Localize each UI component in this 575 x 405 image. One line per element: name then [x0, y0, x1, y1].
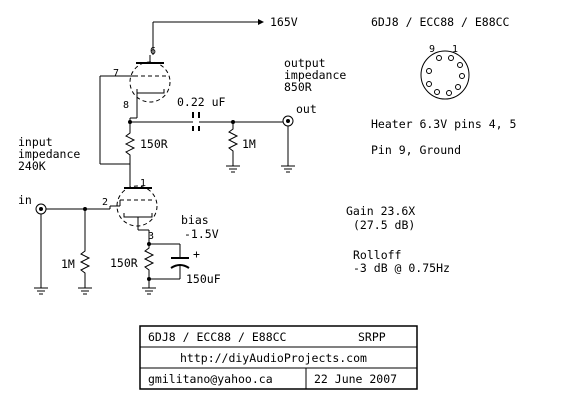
gain-line2: (27.5 dB): [353, 218, 415, 232]
tube-names: 6DJ8 / ECC88 / E88CC: [371, 15, 510, 29]
pinout-pin-9: 9: [429, 44, 435, 55]
titleblock-date: 22 June 2007: [314, 372, 397, 386]
cathode-resistor-icon: [142, 230, 156, 295]
pinout-pin-1: 1: [452, 44, 458, 55]
upper-cathode-wire: [129, 117, 283, 123]
gain-line1: Gain 23.6X: [346, 204, 415, 218]
title-block: [139, 325, 418, 390]
upper-tube-icon: [119, 55, 171, 118]
output-impedance-line1: output: [284, 56, 326, 70]
in-label: in: [18, 193, 32, 207]
rolloff-line1: Rolloff: [353, 248, 401, 262]
output-resistor-label: 1M: [242, 137, 256, 151]
ground-icon: [226, 165, 240, 173]
input-impedance-line2: impedance: [18, 147, 80, 161]
pin-7-label: 7: [113, 68, 119, 79]
output-resistor-icon: [227, 122, 239, 166]
tube-pinout-icon: [420, 50, 470, 100]
cathode-resistor-label: 150R: [110, 256, 138, 270]
titleblock-title: 6DJ8 / ECC88 / E88CC: [148, 330, 287, 344]
input-impedance-line1: input: [18, 135, 53, 149]
ground-note: Pin 9, Ground: [371, 143, 461, 157]
pin-2-label: 2: [102, 197, 108, 208]
pin-8-label: 8: [123, 100, 129, 111]
input-impedance-line3: 240K: [18, 159, 46, 173]
bypass-capacitor-icon: [149, 243, 190, 280]
output-impedance-line3: 850R: [284, 80, 312, 94]
titleblock-email: gmilitano@yahoo.ca: [148, 372, 273, 386]
pin-6-label: 6: [150, 46, 156, 57]
coupling-capacitor-label: 0.22 uF: [177, 95, 226, 109]
bias-line1: bias: [181, 213, 209, 227]
rolloff-line2: -3 dB @ 0.75Hz: [353, 261, 450, 275]
output-impedance-line2: impedance: [284, 68, 346, 82]
titleblock-url: http://diyAudioProjects.com: [180, 351, 367, 365]
grid-resistor-icon: [78, 209, 92, 295]
titleblock-type: SRPP: [358, 330, 386, 344]
output-jack-icon: [281, 115, 295, 173]
input-jack-icon: [34, 203, 48, 295]
pin-1-label: 1: [140, 178, 146, 189]
grid-resistor-label: 1M: [61, 257, 75, 271]
bypass-capacitor-plus: +: [193, 247, 200, 261]
supply-wire: [152, 21, 258, 55]
input-wire: [46, 206, 111, 210]
bypass-capacitor-label: 150uF: [186, 272, 221, 286]
lower-tube-icon: [110, 178, 158, 231]
supply-label: 165V: [270, 15, 298, 29]
upper-resistor-label: 150R: [140, 137, 168, 151]
heater-note: Heater 6.3V pins 4, 5: [371, 117, 516, 131]
upper-grid-wire: [99, 75, 130, 165]
out-label: out: [296, 102, 317, 116]
upper-resistor-icon: [124, 122, 136, 178]
bias-line2: -1.5V: [184, 227, 219, 241]
pin-3-label: 3: [148, 231, 154, 242]
arrow-icon: [258, 19, 264, 25]
